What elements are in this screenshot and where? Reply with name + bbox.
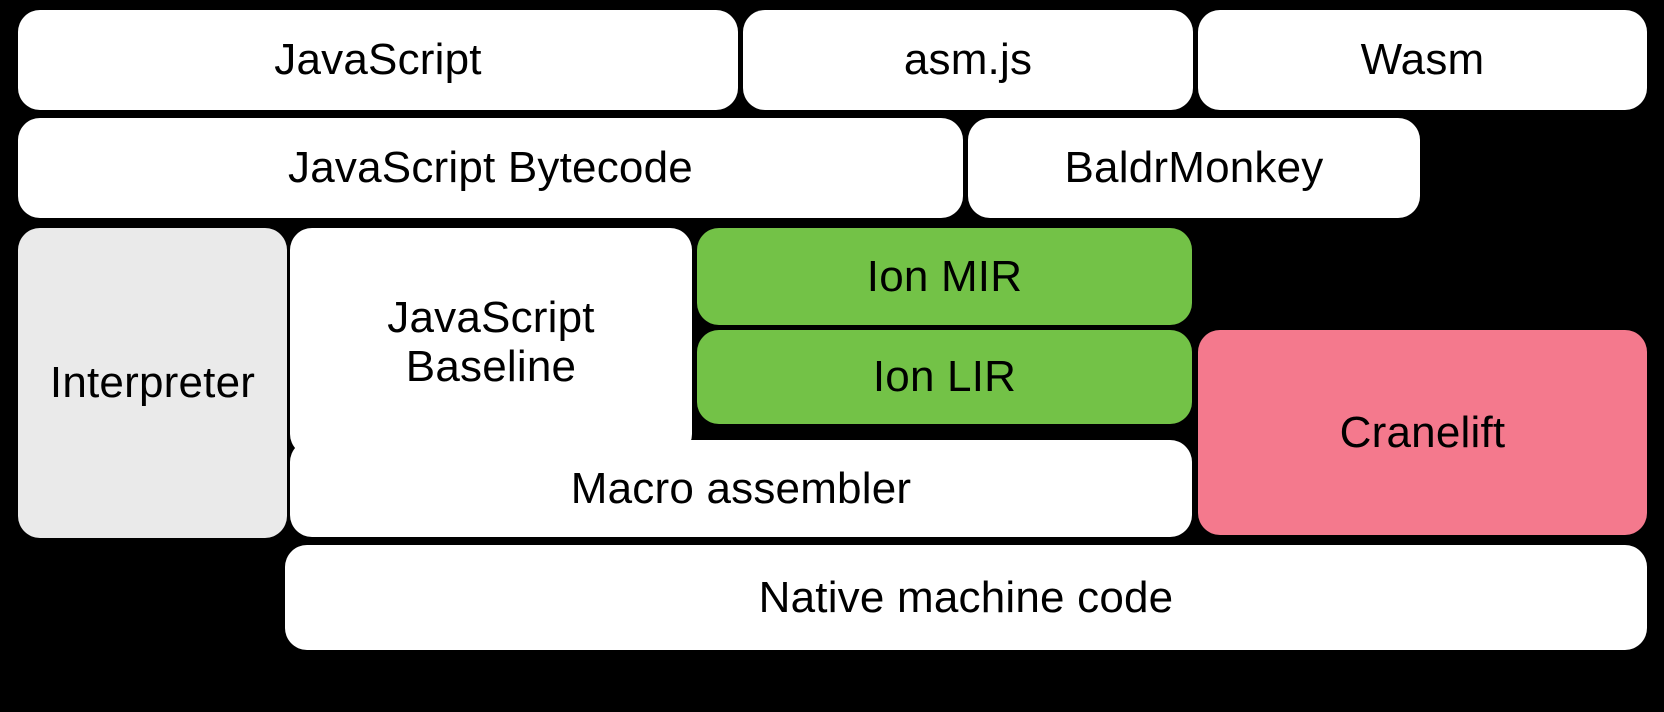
node-ion-mir: Ion MIR bbox=[697, 228, 1192, 325]
node-cranelift: Cranelift bbox=[1198, 330, 1647, 535]
node-wasm: Wasm bbox=[1198, 10, 1647, 110]
node-baldrmonkey: BaldrMonkey bbox=[968, 118, 1420, 218]
node-javascript: JavaScript bbox=[18, 10, 738, 110]
node-ion-lir: Ion LIR bbox=[697, 330, 1192, 424]
node-interpreter: Interpreter bbox=[18, 228, 287, 538]
node-asm-js: asm.js bbox=[743, 10, 1193, 110]
node-javascript-baseline: JavaScript Baseline bbox=[290, 228, 692, 456]
node-javascript-bytecode: JavaScript Bytecode bbox=[18, 118, 963, 218]
node-macro-assembler: Macro assembler bbox=[290, 440, 1192, 537]
node-native-machine-code: Native machine code bbox=[285, 545, 1647, 650]
